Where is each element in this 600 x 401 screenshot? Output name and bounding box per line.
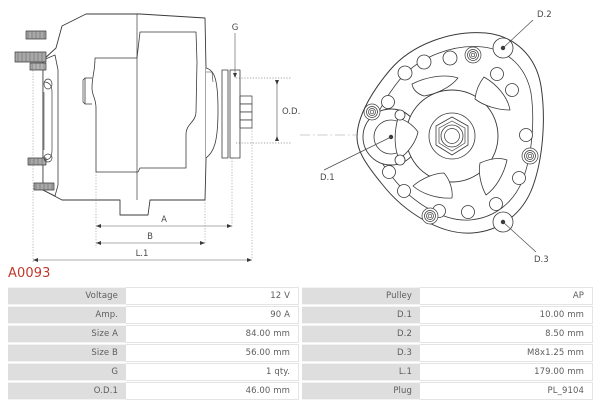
- spec-value: 12 V: [126, 287, 299, 305]
- spec-label: Pulley: [302, 287, 420, 305]
- spec-value: 179.00 mm: [420, 363, 593, 381]
- table-row: Plug PL_9104: [302, 382, 593, 400]
- spec-label: Plug: [302, 382, 420, 400]
- spec-label: Size A: [8, 325, 126, 343]
- spec-label: G: [8, 363, 126, 381]
- spec-value: PL_9104: [420, 382, 593, 400]
- table-row: Amp. 90 A: [8, 306, 299, 324]
- dim-label-d3: D.3: [534, 255, 549, 265]
- spec-value: 90 A: [126, 306, 299, 324]
- spec-label: Size B: [8, 344, 126, 362]
- dim-label-g: G: [232, 23, 239, 33]
- spec-value: 8.50 mm: [420, 325, 593, 343]
- spec-value: 84.00 mm: [126, 325, 299, 343]
- spec-table-right: Pulley AP D.1 10.00 mm D.2 8.50 mm D.3 M…: [302, 286, 593, 401]
- table-row: Pulley AP: [302, 287, 593, 305]
- alternator-front-view: D.2 D.1 D.3: [300, 0, 600, 268]
- table-row: D.3 M8x1.25 mm: [302, 344, 593, 362]
- spec-table-left: Voltage 12 V Amp. 90 A Size A 84.00 mm S…: [8, 286, 299, 401]
- title-bar: A0093: [0, 266, 600, 286]
- table-row: Size A 84.00 mm: [8, 325, 299, 343]
- table-row: Size B 56.00 mm: [8, 344, 299, 362]
- spec-value: 1 qty.: [126, 363, 299, 381]
- spec-label: D.2: [302, 325, 420, 343]
- spec-label: O.D.1: [8, 382, 126, 400]
- spec-label: Voltage: [8, 287, 126, 305]
- alternator-side-view: O.D.1 G A: [0, 0, 300, 268]
- dim-label-d1: D.1: [320, 173, 335, 183]
- spec-label: Amp.: [8, 306, 126, 324]
- spec-label: D.3: [302, 344, 420, 362]
- spec-label: D.1: [302, 306, 420, 324]
- dim-label-od1: O.D.1: [282, 107, 300, 117]
- table-row: G 1 qty.: [8, 363, 299, 381]
- spec-value: 56.00 mm: [126, 344, 299, 362]
- spec-value: 46.00 mm: [126, 382, 299, 400]
- spec-value: 10.00 mm: [420, 306, 593, 324]
- part-number-title: A0093: [8, 266, 51, 281]
- table-row: D.2 8.50 mm: [302, 325, 593, 343]
- dim-label-d2: D.2: [537, 10, 552, 20]
- technical-drawings: O.D.1 G A: [0, 0, 600, 268]
- spec-label: L.1: [302, 363, 420, 381]
- table-row: Voltage 12 V: [8, 287, 299, 305]
- dim-label-a: A: [161, 215, 167, 225]
- specifications: Voltage 12 V Amp. 90 A Size A 84.00 mm S…: [0, 286, 600, 400]
- dim-label-b: B: [147, 232, 153, 242]
- spec-value: M8x1.25 mm: [420, 344, 593, 362]
- table-row: L.1 179.00 mm: [302, 363, 593, 381]
- dim-label-l1: L.1: [136, 249, 149, 259]
- table-row: O.D.1 46.00 mm: [8, 382, 299, 400]
- spec-value: AP: [420, 287, 593, 305]
- table-row: D.1 10.00 mm: [302, 306, 593, 324]
